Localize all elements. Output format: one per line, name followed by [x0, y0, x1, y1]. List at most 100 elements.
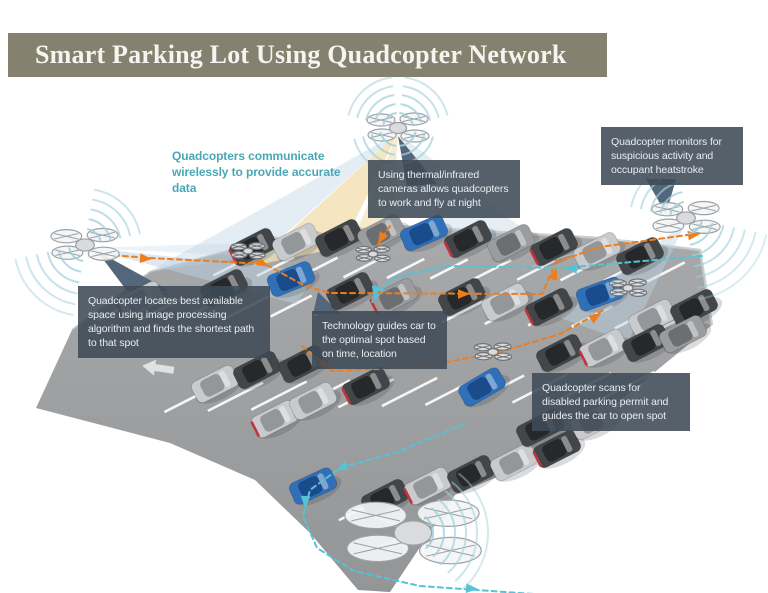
wifi-signal-icon	[458, 472, 489, 590]
car-blue	[458, 367, 510, 408]
car	[535, 333, 589, 373]
parking-line	[381, 376, 438, 408]
route-arrow	[465, 583, 478, 593]
wifi-signal-icon	[402, 85, 440, 119]
route-arrow	[336, 461, 349, 470]
wifi-signal-icon	[693, 227, 735, 268]
wifi-signal-icon	[400, 134, 426, 156]
page-title: Smart Parking Lot Using Quadcopter Netwo…	[35, 40, 567, 69]
wifi-signal-icon	[68, 247, 84, 262]
parking-line	[440, 300, 484, 324]
car	[190, 364, 244, 404]
wifi-signal-icon	[444, 490, 468, 574]
wifi-signal-icon	[689, 222, 714, 246]
parking-line	[646, 261, 686, 283]
parking-line	[429, 258, 469, 280]
wifi-signal-icon	[57, 249, 82, 273]
car	[627, 298, 681, 338]
quadcopter-icon	[355, 245, 391, 263]
car	[486, 223, 540, 263]
callout-thermal-cameras: Using thermal/infrared cameras allows qu…	[368, 160, 520, 219]
route-path-cyan	[371, 255, 703, 303]
parking-line	[207, 381, 264, 413]
parking-line	[473, 258, 512, 281]
car	[658, 314, 712, 354]
wifi-signal-icon	[659, 191, 683, 214]
route-arrow	[565, 264, 578, 274]
wifi-signal-icon	[437, 498, 456, 566]
route-path-cyan	[302, 423, 534, 593]
wifi-signal-icon	[46, 251, 80, 284]
wifi-signal-icon	[36, 254, 78, 295]
parking-line	[386, 257, 425, 280]
route-arrow	[139, 253, 152, 263]
car	[403, 466, 457, 506]
car	[443, 219, 497, 259]
lane-arrow-marking	[142, 359, 175, 376]
route-path-orange	[95, 230, 717, 295]
wifi-signal-icon	[691, 224, 725, 257]
wireless-communication-note: Quadcopters communicate wirelessly to pr…	[172, 149, 341, 196]
parking-line	[516, 259, 556, 281]
wifi-signal-icon	[695, 229, 746, 279]
route-arrow	[371, 285, 382, 298]
car	[341, 366, 395, 406]
car	[532, 429, 586, 469]
car	[524, 287, 578, 327]
wifi-signal-icon	[404, 76, 449, 116]
wifi-signal-icon	[699, 234, 768, 300]
callout-guides-car: Technology guides car to the optimal spo…	[312, 311, 447, 370]
route-arrow	[300, 495, 311, 508]
routes-layer	[95, 225, 717, 593]
callout-pointer	[97, 251, 170, 291]
quadcopter-icon	[651, 200, 721, 235]
route-arrow	[378, 231, 389, 244]
car	[529, 227, 583, 267]
wifi-signal-icon	[400, 103, 423, 123]
car-blue	[399, 214, 453, 253]
wifi-signal-icon	[365, 94, 395, 121]
parking-line	[250, 380, 308, 411]
quadcopter-icon	[473, 342, 513, 362]
car	[325, 271, 379, 311]
car	[288, 381, 342, 421]
camera-beam	[148, 133, 398, 272]
wifi-signal-icon	[88, 218, 112, 241]
route-arrow	[458, 289, 470, 299]
quadcopter-icon	[230, 242, 266, 260]
car	[489, 442, 543, 482]
wifi-signal-icon	[687, 220, 703, 235]
title-banner: Smart Parking Lot Using Quadcopter Netwo…	[8, 33, 607, 77]
callout-scans-permit: Quadcopter scans for disabled parking pe…	[532, 373, 690, 432]
wifi-signal-icon	[373, 103, 396, 123]
callout-monitors-activity: Quadcopter monitors for suspicious activ…	[601, 127, 743, 186]
wifi-signal-icon	[669, 201, 685, 216]
wifi-signal-icon	[399, 131, 417, 147]
wifi-signal-icon	[25, 256, 76, 306]
car	[271, 222, 325, 262]
route-arrow	[588, 313, 601, 324]
car	[314, 218, 368, 258]
wifi-signal-icon	[401, 94, 431, 121]
quadcopter-icon	[608, 278, 648, 298]
wifi-signal-icon	[347, 76, 392, 116]
wifi-signal-icon	[431, 507, 445, 557]
camera-beam	[252, 133, 398, 266]
wifi-signal-icon	[451, 481, 478, 582]
wifi-signal-icon	[424, 516, 435, 549]
car	[232, 350, 286, 390]
route-arrow	[548, 268, 557, 281]
car	[446, 454, 500, 494]
wifi-signal-icon	[382, 112, 397, 126]
wifi-signal-icon	[399, 112, 414, 126]
car	[578, 328, 632, 368]
wifi-signal-icon	[93, 188, 141, 235]
wifi-signal-icon	[90, 208, 122, 239]
callout-locate-space: Quadcopter locates best available space …	[78, 286, 270, 359]
parking-line	[342, 257, 382, 279]
wifi-signal-icon	[697, 231, 757, 289]
wifi-signal-icon	[86, 228, 102, 243]
wifi-signal-icon	[356, 85, 394, 119]
wifi-signal-icon	[14, 258, 74, 316]
